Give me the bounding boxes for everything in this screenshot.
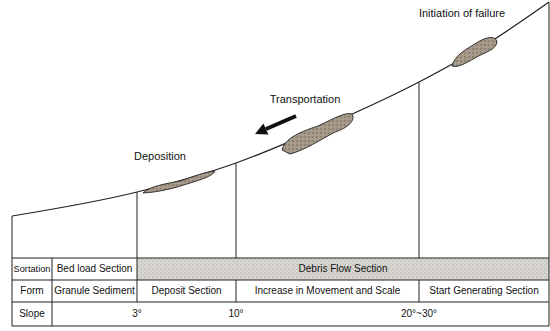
section-boundary bbox=[419, 82, 420, 258]
row-header: Form bbox=[20, 285, 43, 297]
slope-profile bbox=[12, 2, 549, 302]
stage-label: Deposition bbox=[134, 150, 186, 163]
slope-value: 20°~30° bbox=[401, 308, 437, 320]
row-header: Slope bbox=[19, 308, 45, 320]
table-border bbox=[12, 326, 549, 327]
movement-arrow bbox=[266, 116, 296, 129]
movement-arrowhead bbox=[255, 124, 268, 135]
table-row-line bbox=[12, 280, 549, 281]
table-border bbox=[549, 2, 550, 326]
table-cell: Debris Flow Section bbox=[299, 263, 388, 275]
table-row-line bbox=[12, 302, 549, 303]
deposit-mass bbox=[143, 171, 215, 193]
row-header: Sortation bbox=[14, 264, 51, 275]
slope-curve bbox=[12, 2, 549, 216]
moving-mass bbox=[282, 114, 353, 154]
stage-label: Transportation bbox=[270, 93, 341, 106]
table-cell: Deposit Section bbox=[151, 285, 221, 297]
table-cell: Bed load Section bbox=[57, 263, 133, 275]
stage-label: Initiation of failure bbox=[419, 7, 505, 20]
debris-flow-band bbox=[137, 258, 549, 280]
table-cell: Increase in Movement and Scale bbox=[255, 285, 401, 297]
slope-value: 3° bbox=[132, 308, 142, 320]
table-cell: Granule Sediment bbox=[54, 285, 135, 297]
section-boundary bbox=[236, 163, 237, 258]
table-grid bbox=[12, 2, 549, 326]
section-boundary bbox=[236, 280, 237, 302]
table-row-line bbox=[12, 258, 549, 259]
failure-mass bbox=[452, 38, 497, 67]
section-boundary bbox=[419, 280, 420, 302]
slope-value: 10° bbox=[228, 308, 243, 320]
section-boundary bbox=[137, 192, 138, 302]
table-border bbox=[12, 216, 13, 326]
table-cell: Start Generating Section bbox=[429, 285, 539, 297]
table-column-line bbox=[52, 258, 53, 326]
